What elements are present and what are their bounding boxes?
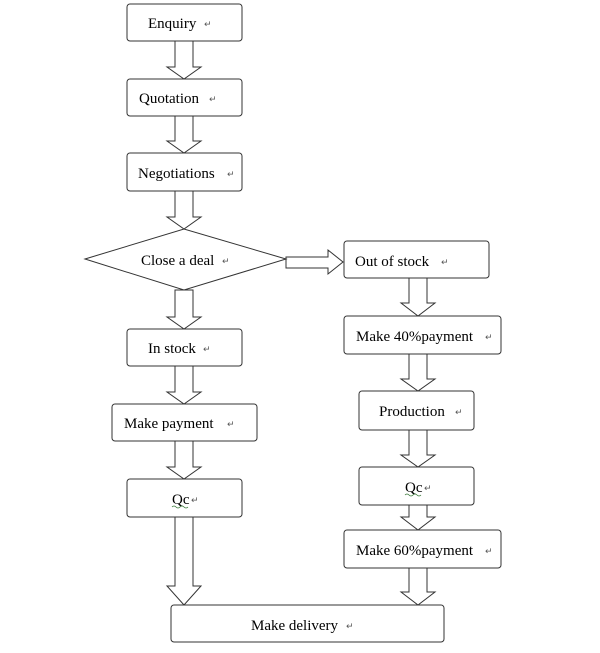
node-make-60-payment-label: Make 60%payment: [356, 543, 474, 559]
arrow-out-of-stock-to-make-40-payment: [399, 277, 437, 317]
node-negotiations-label: Negotiations: [138, 166, 215, 182]
arrow-quotation-to-negotiations: [165, 115, 203, 154]
spellcheck-underline-icon: [171, 505, 189, 509]
arrow-qc-left-to-make-delivery: [165, 516, 203, 606]
node-quotation-label: Quotation: [139, 91, 199, 107]
paragraph-mark-icon: ↵: [455, 408, 463, 418]
node-qc-left: Qc ↵: [126, 478, 243, 518]
node-out-of-stock-label: Out of stock: [355, 254, 430, 270]
paragraph-mark-icon: ↵: [191, 496, 199, 506]
arrow-make-60-payment-to-make-delivery: [399, 567, 437, 606]
paragraph-mark-icon: ↵: [227, 170, 235, 180]
node-in-stock-label: In stock: [148, 341, 196, 357]
node-out-of-stock: Out of stock ↵: [343, 240, 490, 279]
node-enquiry-label: Enquiry: [148, 16, 197, 32]
node-negotiations: Negotiations ↵: [126, 152, 243, 192]
node-close-deal: Close a deal ↵: [83, 228, 288, 291]
arrows: [165, 40, 437, 606]
arrow-in-stock-to-make-payment: [165, 365, 203, 405]
node-make-delivery-label: Make delivery: [251, 618, 339, 634]
node-qc-right: Qc ↵: [358, 466, 475, 506]
arrow-production-to-qc-right: [399, 429, 437, 468]
paragraph-mark-icon: ↵: [485, 333, 493, 343]
node-in-stock: In stock ↵: [126, 328, 243, 367]
node-make-40-payment: Make 40%payment ↵: [343, 315, 502, 355]
paragraph-mark-icon: ↵: [222, 257, 230, 267]
arrow-qc-right-to-make-60-payment: [399, 504, 437, 531]
paragraph-mark-icon: ↵: [441, 258, 449, 268]
paragraph-mark-icon: ↵: [209, 95, 217, 105]
node-make-60-payment: Make 60%payment ↵: [343, 529, 502, 569]
arrow-close-deal-to-in-stock: [165, 289, 203, 330]
node-quotation: Quotation ↵: [126, 78, 243, 117]
paragraph-mark-icon: ↵: [346, 622, 354, 632]
arrow-make-40-payment-to-production: [399, 353, 437, 392]
node-close-deal-label: Close a deal: [141, 253, 214, 269]
node-qc-right-label: Qc: [405, 480, 423, 496]
node-make-payment-label: Make payment: [124, 416, 214, 432]
paragraph-mark-icon: ↵: [203, 345, 211, 355]
arrow-close-deal-to-out-of-stock: [285, 248, 344, 276]
paragraph-mark-icon: ↵: [424, 484, 432, 494]
node-make-payment: Make payment ↵: [111, 403, 258, 442]
arrow-enquiry-to-quotation: [165, 40, 203, 80]
node-enquiry: Enquiry ↵: [126, 3, 243, 42]
node-make-delivery: Make delivery ↵: [170, 604, 445, 643]
node-qc-left-label: Qc: [172, 492, 190, 508]
paragraph-mark-icon: ↵: [204, 20, 212, 30]
paragraph-mark-icon: ↵: [485, 547, 493, 557]
arrow-negotiations-to-close-deal: [165, 190, 203, 230]
paragraph-mark-icon: ↵: [227, 420, 235, 430]
spellcheck-underline-icon: [404, 493, 422, 497]
node-production: Production ↵: [358, 390, 475, 431]
node-make-40-payment-label: Make 40%payment: [356, 329, 474, 345]
arrow-make-payment-to-qc-left: [165, 440, 203, 480]
node-production-label: Production: [379, 404, 445, 420]
